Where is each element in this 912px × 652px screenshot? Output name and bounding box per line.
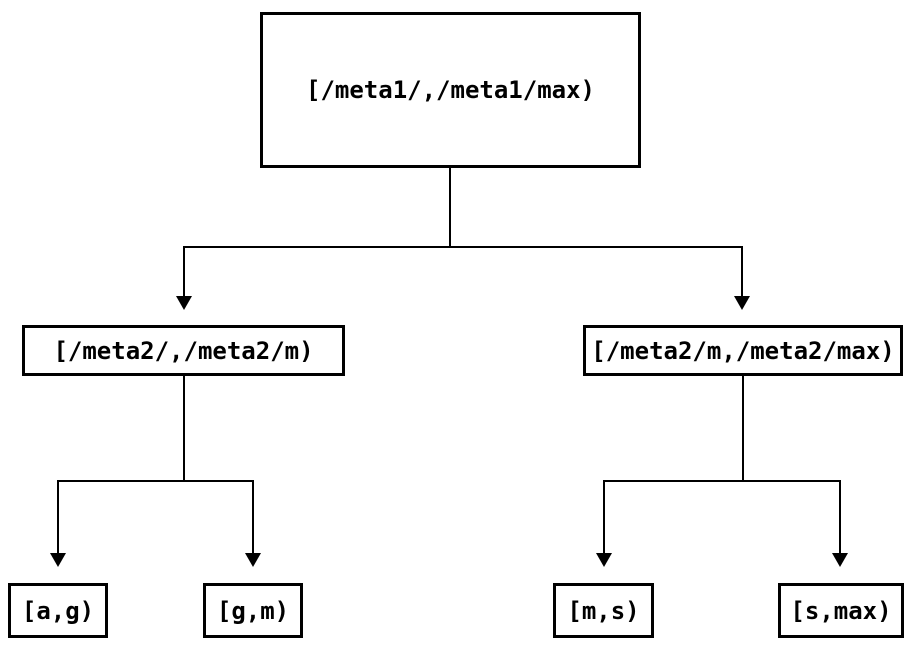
arrowhead-to-leaf-ms [596,553,612,567]
connector-left-stem [183,376,185,481]
connector-leaf-ag-drop [57,480,59,554]
arrowhead-to-level2-left [176,296,192,310]
node-root: [/meta1/,/meta1/max) [260,12,641,168]
node-level2-right-label: [/meta2/m,/meta2/max) [591,336,895,365]
connector-left-horizontal [57,480,254,482]
node-level2-left-label: [/meta2/,/meta2/m) [53,336,314,365]
node-leaf-gm-label: [g,m) [216,596,290,625]
node-leaf-ms: [m,s) [553,583,654,638]
arrowhead-to-level2-right [734,296,750,310]
node-leaf-ag-label: [a,g) [21,596,95,625]
node-root-label: [/meta1/,/meta1/max) [306,76,595,104]
arrowhead-to-leaf-gm [245,553,261,567]
node-leaf-smax: [s,max) [778,583,904,638]
connector-leaf-ms-drop [603,480,605,554]
node-level2-left: [/meta2/,/meta2/m) [22,325,345,376]
connector-leaf-smax-drop [839,480,841,554]
connector-left-drop [183,246,185,297]
connector-leaf-gm-drop [252,480,254,554]
node-leaf-ag: [a,g) [8,583,108,638]
connector-right-drop [741,246,743,297]
arrowhead-to-leaf-ag [50,553,66,567]
node-leaf-ms-label: [m,s) [567,596,640,625]
node-leaf-smax-label: [s,max) [790,596,892,625]
arrowhead-to-leaf-smax [832,553,848,567]
connector-level1-horizontal [183,246,743,248]
node-level2-right: [/meta2/m,/meta2/max) [583,325,903,376]
connector-root-stem [449,168,451,248]
node-leaf-gm: [g,m) [203,583,303,638]
connector-right-stem [742,376,744,481]
connector-right-horizontal [603,480,841,482]
